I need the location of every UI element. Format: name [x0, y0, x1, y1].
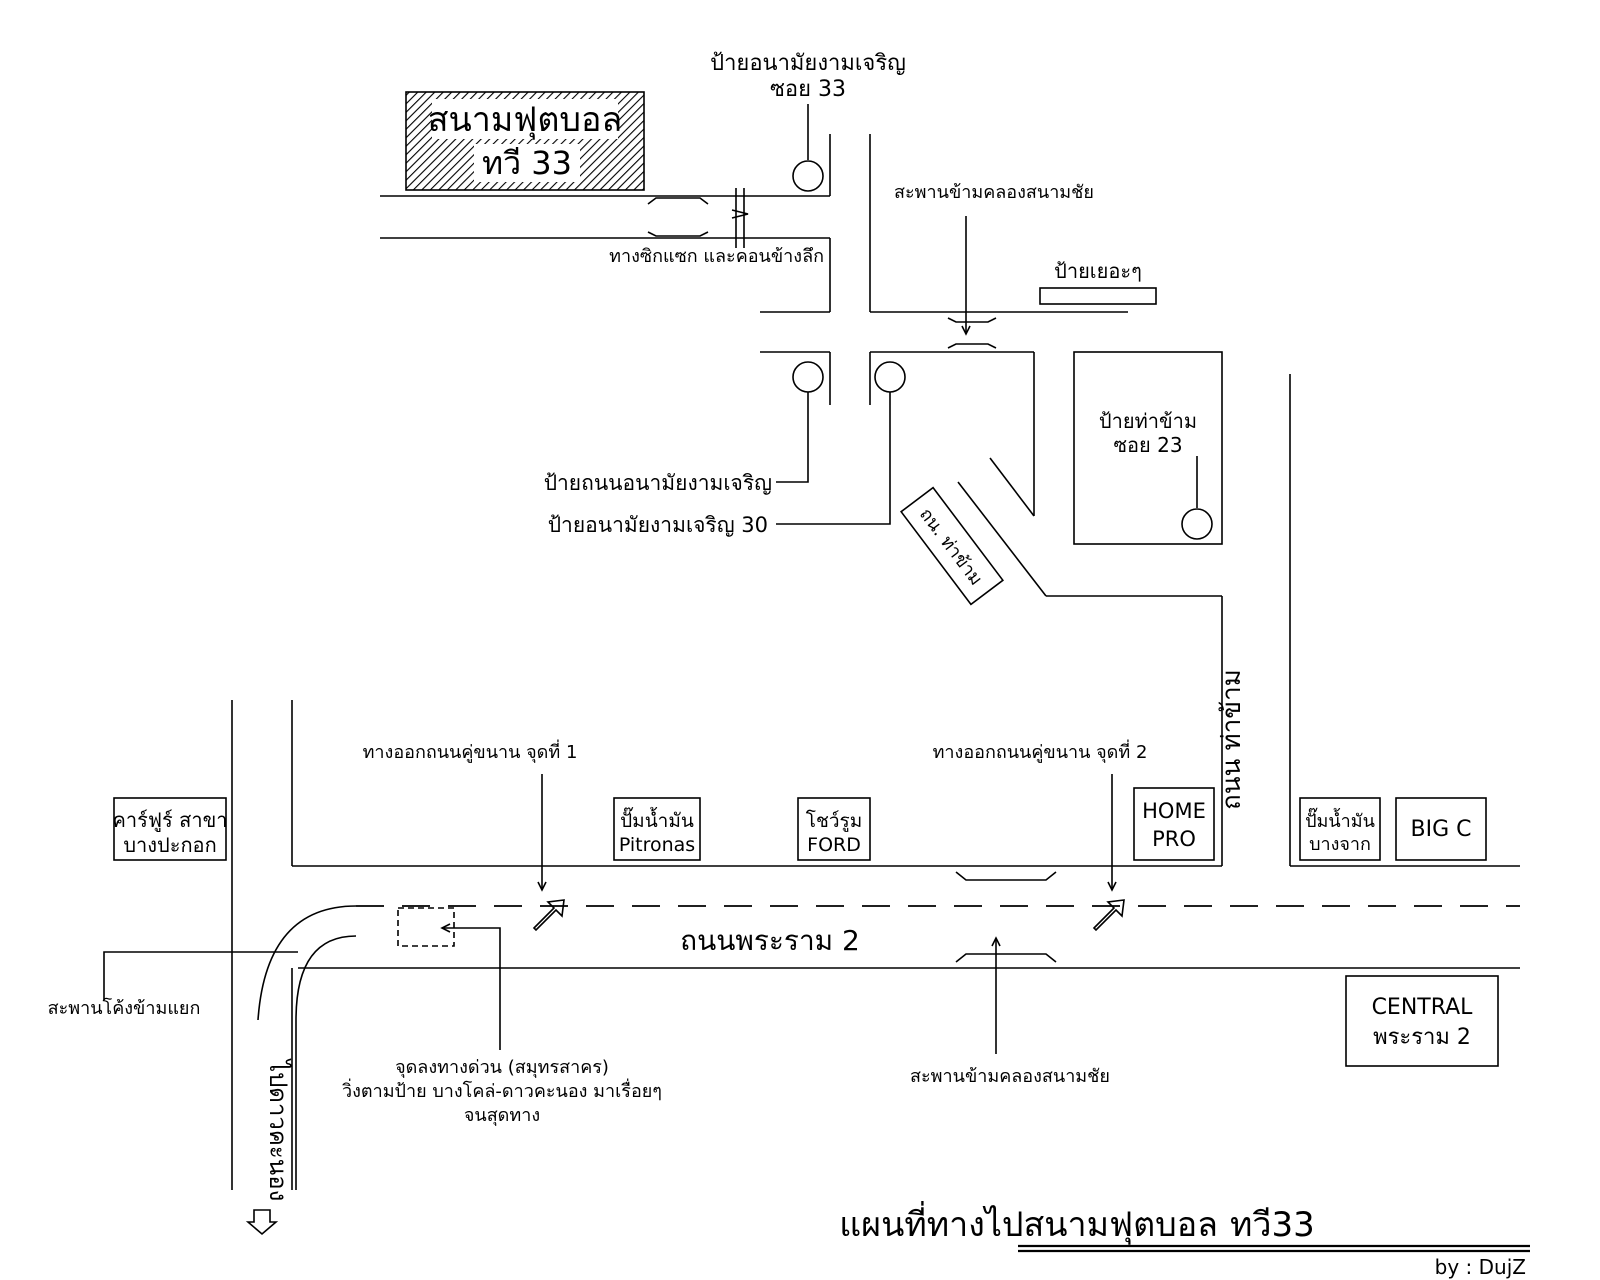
- soi-33-road: [380, 134, 1128, 313]
- homepro-line2: PRO: [1152, 827, 1196, 851]
- bridge-top-label: สะพานข้ามคลองสนามชัย: [894, 182, 1094, 203]
- vertical-road-label: ถนน ท่าข้าม: [1217, 669, 1247, 810]
- junction-lower-road: [760, 317, 1291, 866]
- carrefour-line2: บางปะกอก: [123, 833, 216, 857]
- soi33-sign-line2: ซอย 33: [770, 77, 846, 102]
- homepro-box: [1133, 787, 1215, 861]
- central-box: [1345, 975, 1499, 1067]
- exit-1-arrow: [532, 899, 565, 932]
- map-title: แผนที่ทางไปสนามฟุตบอล: [839, 1201, 1218, 1245]
- bigc-box: [1395, 797, 1487, 861]
- rama-2-road: [231, 700, 1520, 1190]
- ferry-sign-line2: ซอย 23: [1113, 433, 1182, 457]
- carrefour-line1: คาร์ฟูร์ สาขา: [113, 808, 228, 833]
- venue-name: สนามฟุตบอล: [428, 100, 623, 140]
- soi33-sign-line1: ป้ายอนามัยงามเจริญ: [710, 51, 906, 76]
- bigc-label: BIG C: [1411, 817, 1472, 842]
- petronas-box: [613, 797, 701, 861]
- ford-box: [797, 797, 871, 861]
- bangchak-line2: บางจาก: [1309, 834, 1371, 855]
- main-road-label: ถนนพระราม 2: [680, 924, 860, 957]
- carrefour-box: [113, 797, 227, 861]
- bangchak-line1: ปั๊มน้ำมัน: [1305, 807, 1375, 832]
- central-line2: พระราม 2: [1373, 1025, 1471, 1050]
- ford-line1: โชว์รูม: [806, 809, 863, 832]
- venue-sub: ทวี 33: [482, 144, 572, 182]
- many-signs-bar: [1039, 287, 1157, 305]
- to-city-label: ไปดาวคะนอง: [264, 1058, 292, 1201]
- expressway-exit-box: [397, 907, 455, 947]
- sign-30-label: ป้ายอนามัยงามเจริญ 30: [548, 513, 768, 537]
- petronas-line1: ปั๊มน้ำมัน: [620, 807, 694, 832]
- expressway-line1: จุดลงทางด่วน (สมุทรสาคร): [395, 1057, 609, 1078]
- flyover-label: สะพานโค้งข้ามแยก: [48, 997, 201, 1019]
- ford-line2: FORD: [807, 834, 861, 856]
- bangchak-box: [1299, 797, 1381, 861]
- zigzag-note: ทางซิกแซก และคอนข้างลึก: [609, 246, 824, 267]
- map-author: by : DujZ: [1435, 1255, 1526, 1279]
- many-signs-label: ป้ายเยอะๆ: [1054, 259, 1142, 283]
- map-title-suffix: ทวี33: [1230, 1205, 1315, 1245]
- ferry-sign-line1: ป้ายท่าข้าม: [1099, 409, 1197, 433]
- expressway-line2: วิ่งตามป้าย บางโคล่-ดาวคะนอง มาเรื่อยๆ: [342, 1078, 662, 1102]
- central-line1: CENTRAL: [1372, 995, 1474, 1020]
- exit-1-label: ทางออกถนนคู่ขนาน จุดที่ 1: [363, 739, 578, 763]
- petronas-line2: Pitronas: [619, 834, 695, 856]
- down-arrow-icon: [245, 1209, 279, 1236]
- sign-circle-30: [874, 361, 906, 393]
- bridge-bottom-label: สะพานข้ามคลองสนามชัย: [910, 1066, 1110, 1087]
- road-sign-label: ป้ายถนนอนามัยงามเจริญ: [544, 471, 772, 495]
- exit-2-arrow: [1092, 899, 1125, 932]
- homepro-line1: HOME: [1142, 799, 1206, 823]
- expressway-line3: จนสุดทาง: [464, 1105, 540, 1126]
- sign-circle-soi33: [792, 160, 824, 192]
- diagonal-road-sign: ถน. ท่าข้าม: [900, 486, 1004, 606]
- exit-2-label: ทางออกถนนคู่ขนาน จุดที่ 2: [933, 739, 1148, 763]
- sign-circle-ferry: [1181, 508, 1213, 540]
- sign-circle-road: [792, 361, 824, 393]
- football-field-marker: สนามฟุตบอล ทวี 33: [405, 91, 645, 191]
